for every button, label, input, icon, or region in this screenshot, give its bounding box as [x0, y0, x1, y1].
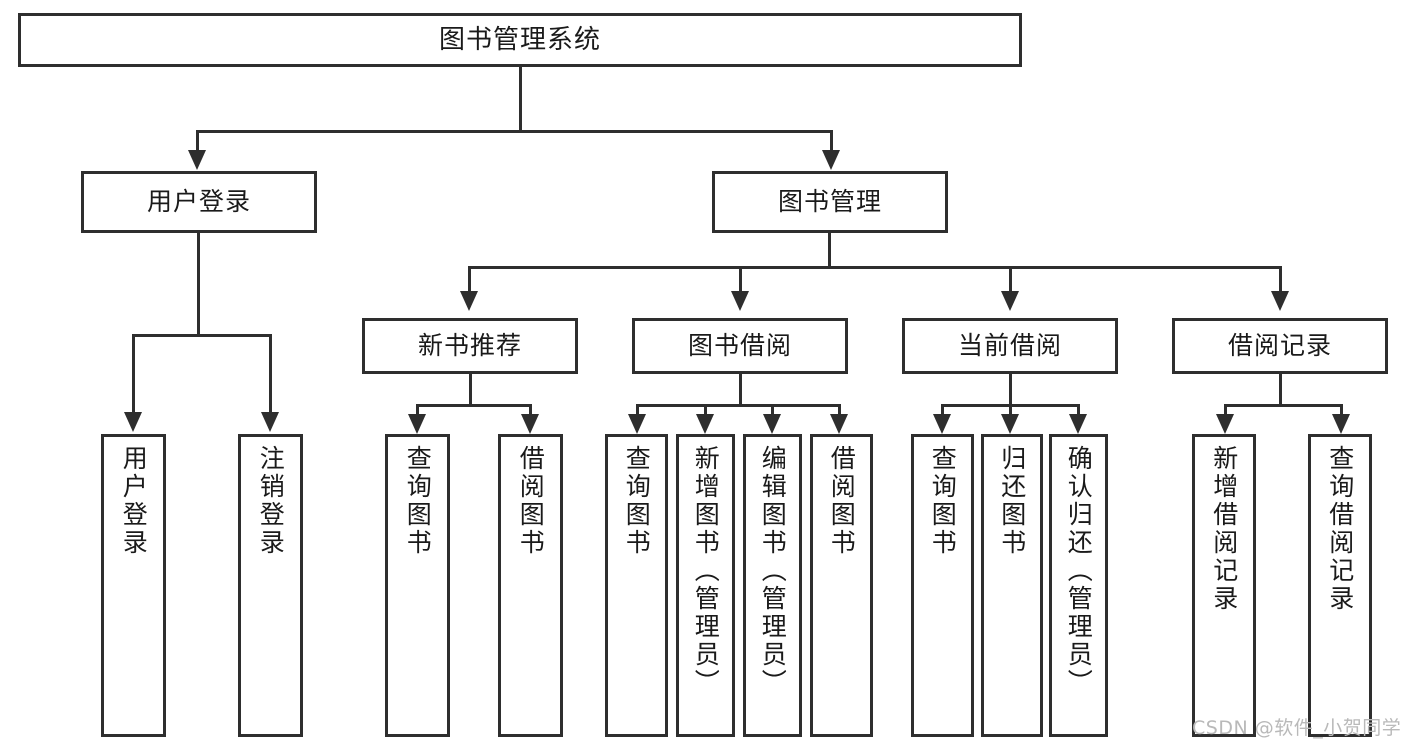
arrow-user-login-leaf-2 [261, 412, 279, 432]
node-book-borrow[interactable]: 图书借阅 [632, 318, 848, 374]
edge-borrow-record-stem [1279, 374, 1282, 406]
arrow-bb-leaf-1 [628, 414, 646, 434]
node-borrow-record[interactable]: 借阅记录 [1172, 318, 1388, 374]
leaf-cb-query-book[interactable]: 查询图书 [911, 434, 974, 737]
node-label: 借阅图书 [827, 445, 857, 557]
node-label: 图书管理 [777, 187, 882, 217]
node-label: 借阅图书 [516, 445, 546, 557]
node-root-system[interactable]: 图书管理系统 [18, 13, 1022, 67]
node-label: 归还图书 [997, 445, 1027, 557]
node-current-borrow[interactable]: 当前借阅 [902, 318, 1118, 374]
leaf-bb-edit-book-admin[interactable]: 编辑图书（管理员） [743, 434, 802, 737]
arrow-root-to-user-login [188, 150, 206, 170]
node-label: 当前借阅 [957, 331, 1062, 361]
node-label: 新书推荐 [417, 331, 522, 361]
edge-root-to-user-login [196, 130, 199, 152]
edge-new-book-recommend-bus [416, 404, 532, 407]
edge-book-manage-drop-2 [739, 266, 742, 293]
edge-bb-drop-2 [704, 404, 707, 416]
leaf-bb-borrow-book[interactable]: 借阅图书 [810, 434, 873, 737]
node-label: 新增借阅记录 [1209, 445, 1239, 613]
edge-user-login-drop-2 [269, 334, 272, 414]
arrow-br-leaf-2 [1332, 414, 1350, 434]
arrow-to-new-book-recommend [460, 291, 478, 311]
arrow-root-to-book-manage [822, 150, 840, 170]
leaf-user-login[interactable]: 用户登录 [101, 434, 166, 737]
leaf-user-logout[interactable]: 注销登录 [238, 434, 303, 737]
arrow-br-leaf-1 [1216, 414, 1234, 434]
arrow-user-login-leaf-1 [124, 412, 142, 432]
edge-root-stem [519, 67, 522, 132]
arrow-nbr-leaf-2 [521, 414, 539, 434]
edge-cb-drop-3 [1077, 404, 1080, 416]
arrow-cb-leaf-3 [1069, 414, 1087, 434]
arrow-to-book-borrow [731, 291, 749, 311]
node-label: 查询图书 [622, 445, 652, 557]
node-label: 确认归还（管理员） [1064, 445, 1094, 697]
edge-br-drop-2 [1340, 404, 1343, 416]
leaf-cb-confirm-return-admin[interactable]: 确认归还（管理员） [1049, 434, 1108, 737]
leaf-br-query-record[interactable]: 查询借阅记录 [1308, 434, 1372, 737]
edge-book-manage-drop-3 [1009, 266, 1012, 293]
arrow-bb-leaf-4 [830, 414, 848, 434]
arrow-cb-leaf-1 [933, 414, 951, 434]
leaf-cb-return-book[interactable]: 归还图书 [981, 434, 1043, 737]
watermark-text: CSDN @软件_小贺同学 [1192, 717, 1402, 739]
arrow-bb-leaf-3 [763, 414, 781, 434]
node-label: 图书管理系统 [438, 24, 601, 55]
leaf-bb-query-book[interactable]: 查询图书 [605, 434, 668, 737]
edge-book-manage-drop-1 [468, 266, 471, 293]
edge-book-manage-bus [468, 266, 1282, 269]
node-label: 注销登录 [256, 445, 286, 557]
node-label: 用户登录 [146, 187, 251, 217]
arrow-bb-leaf-2 [696, 414, 714, 434]
edge-cb-drop-1 [941, 404, 944, 416]
edge-root-to-book-manage [830, 130, 833, 152]
edge-book-borrow-stem [739, 374, 742, 406]
edge-book-manage-stem [828, 233, 831, 268]
edge-bb-drop-3 [771, 404, 774, 416]
edge-book-manage-drop-4 [1279, 266, 1282, 293]
node-new-book-recommend[interactable]: 新书推荐 [362, 318, 578, 374]
node-user-login[interactable]: 用户登录 [81, 171, 317, 233]
node-label: 图书借阅 [687, 331, 792, 361]
node-book-manage[interactable]: 图书管理 [712, 171, 948, 233]
leaf-nbr-borrow-book[interactable]: 借阅图书 [498, 434, 563, 737]
node-label: 查询借阅记录 [1325, 445, 1355, 613]
arrow-cb-leaf-2 [1001, 414, 1019, 434]
node-label: 用户登录 [119, 445, 149, 557]
edge-bb-drop-4 [838, 404, 841, 416]
leaf-nbr-query-book[interactable]: 查询图书 [385, 434, 450, 737]
edge-current-borrow-stem [1009, 374, 1012, 406]
node-label: 借阅记录 [1227, 331, 1332, 361]
arrow-to-borrow-record [1271, 291, 1289, 311]
arrow-to-current-borrow [1001, 291, 1019, 311]
edge-nbr-drop-1 [416, 404, 419, 416]
node-label: 编辑图书（管理员） [758, 445, 788, 697]
node-label: 新增图书（管理员） [691, 445, 721, 697]
node-label: 查询图书 [928, 445, 958, 557]
edge-user-login-bus [132, 334, 272, 337]
edge-borrow-record-bus [1224, 404, 1343, 407]
edge-br-drop-1 [1224, 404, 1227, 416]
edge-cb-drop-2 [1009, 404, 1012, 416]
edge-root-bus [196, 130, 833, 133]
edge-bb-drop-1 [636, 404, 639, 416]
leaf-bb-add-book-admin[interactable]: 新增图书（管理员） [676, 434, 735, 737]
csdn-watermark: CSDN @软件_小贺同学 [1192, 713, 1401, 740]
edge-book-borrow-bus [636, 404, 841, 407]
edge-nbr-drop-2 [529, 404, 532, 416]
node-label: 查询图书 [403, 445, 433, 557]
edge-user-login-stem [197, 233, 200, 336]
edge-user-login-drop-1 [132, 334, 135, 414]
arrow-nbr-leaf-1 [408, 414, 426, 434]
leaf-br-add-record[interactable]: 新增借阅记录 [1192, 434, 1256, 737]
edge-new-book-recommend-stem [469, 374, 472, 406]
